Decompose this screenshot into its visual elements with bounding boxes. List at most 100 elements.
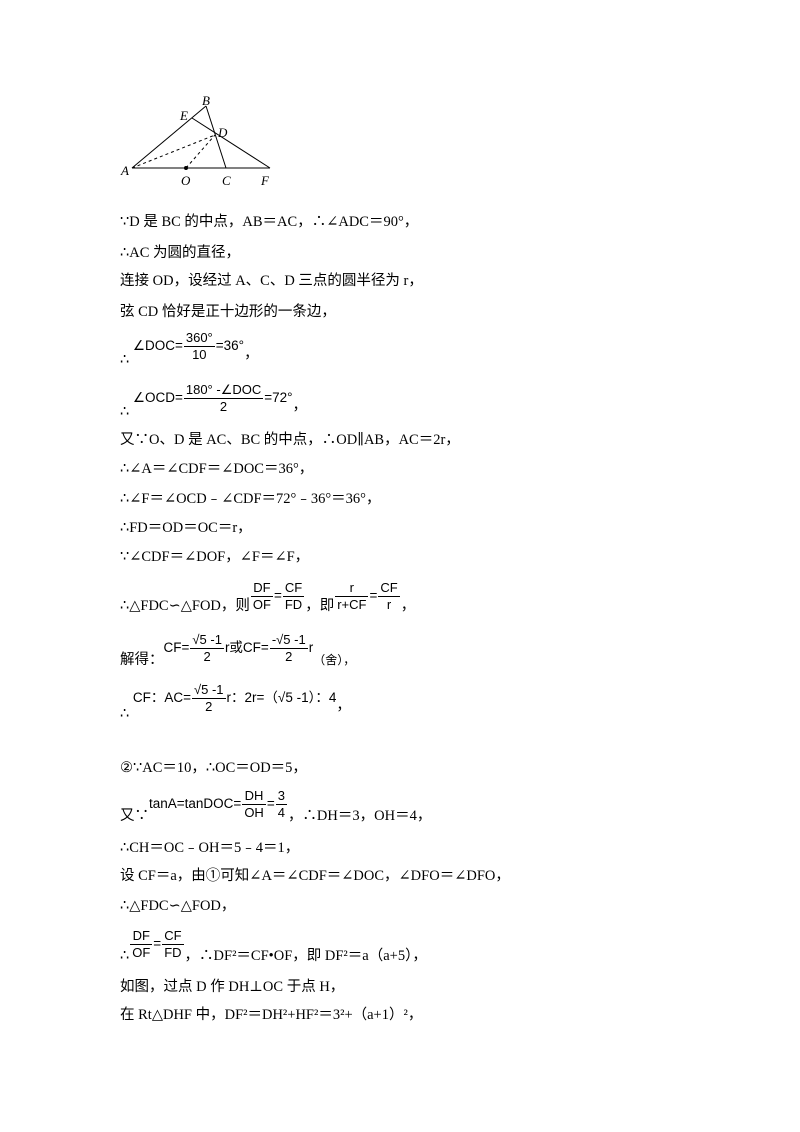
therefore: ∴	[120, 403, 130, 420]
denominator: OF	[252, 597, 271, 612]
denominator: r	[386, 597, 392, 612]
text: 又∵	[120, 807, 149, 824]
numerator: r	[335, 580, 369, 597]
fraction: 360°10	[183, 330, 215, 363]
text: tanA=tanDOC=	[149, 795, 242, 811]
denominator: 4	[277, 805, 285, 820]
text: ∵D 是 BC 的中点，AB＝AC，∴∠ADC＝90°，	[120, 214, 419, 230]
line-17: ∴CH＝OC﹣OH＝5﹣4＝1，	[120, 838, 299, 858]
text: 弦 CD 恰好是正十边形的一条边，	[120, 304, 336, 320]
label-C: C	[222, 173, 231, 188]
text: ，	[292, 397, 308, 414]
numerator: DF	[130, 928, 153, 945]
text: ，	[244, 345, 259, 362]
line-11: ∵∠CDF＝∠DOF，∠F＝∠F，	[120, 547, 309, 567]
text: ∴△FDC∽△FOD，	[120, 898, 236, 914]
line-9: ∴∠F＝∠OCD﹣∠CDF＝72°﹣36°＝36°，	[120, 489, 380, 509]
numerator: CF	[378, 580, 400, 597]
therefore: ∴	[120, 351, 130, 368]
dashed-AD	[131, 134, 216, 169]
text: =72°	[264, 389, 293, 405]
segment-EF	[191, 117, 271, 169]
numerator: -√5 -1	[269, 632, 308, 649]
numerator: √5 -1	[190, 632, 224, 649]
text: ，∴DF²＝CF•OF，即 DF²＝a（a+5），	[184, 947, 427, 964]
denominator: 2	[219, 399, 228, 414]
denominator: r+CF	[337, 597, 367, 612]
denominator: OH	[244, 805, 264, 820]
line-22: 在 Rt△DHF 中，DF²＝DH²+HF²＝3²+（a+1）²，	[120, 1005, 422, 1025]
label-O: O	[181, 173, 191, 188]
line-7: 又∵O、D 是 AC、BC 的中点，∴OD∥AB，AC＝2r，	[120, 430, 460, 450]
text: ∠OCD=	[132, 389, 183, 405]
text: r	[308, 639, 314, 655]
numerator: 3	[275, 788, 287, 805]
denominator: 2	[205, 699, 213, 714]
text: =36°	[215, 337, 245, 353]
denominator: 10	[192, 347, 207, 362]
numerator: √5 -1	[192, 682, 226, 699]
text: 如图，过点 D 作 DH⊥OC 于点 H，	[120, 979, 345, 995]
text: ∠DOC=	[132, 337, 183, 353]
text: ∵∠CDF＝∠DOF，∠F＝∠F，	[120, 549, 310, 565]
line-3: 连接 OD，设经过 A、C、D 三点的圆半径为 r，	[120, 271, 423, 291]
line-10: ∴FD＝OD＝OC＝r，	[120, 518, 252, 538]
text: =	[153, 935, 162, 951]
text: 设 CF＝a，由①可知∠A＝∠CDF＝∠DOC，∠DFO＝∠DFO，	[120, 868, 510, 884]
numerator: CF	[282, 580, 305, 597]
geometry-figure: A B C D E F O	[120, 93, 271, 188]
label-D: D	[217, 125, 228, 140]
label-A: A	[120, 163, 129, 178]
text: =	[273, 587, 282, 603]
text: 在 Rt△DHF 中，DF²＝DH²+HF²＝3²+（a+1）²，	[120, 1007, 423, 1023]
segment-AB	[131, 105, 207, 169]
text: ∴CH＝OC﹣OH＝5﹣4＝1，	[120, 840, 300, 856]
line-19: ∴△FDC∽△FOD，	[120, 896, 235, 916]
numerator: DH	[242, 788, 266, 805]
therefore: ∴	[120, 705, 130, 722]
text: ，	[336, 697, 351, 714]
line-4: 弦 CD 恰好是正十边形的一条边，	[120, 302, 336, 322]
numerator: DF	[250, 580, 273, 597]
denominator: 2	[285, 649, 293, 664]
line-15: ②∵AC＝10，∴OC＝OD＝5，	[120, 758, 307, 778]
text: 又∵O、D 是 AC、BC 的中点，∴OD∥AB，AC＝2r，	[120, 432, 460, 448]
text: ，	[400, 597, 416, 614]
text: 解得：	[120, 651, 164, 668]
text: （舍），	[313, 652, 356, 667]
denominator: FD	[164, 945, 182, 960]
line-5: ∴ ∠DOC=360°10=36°，	[120, 330, 259, 370]
denominator: FD	[284, 597, 303, 612]
denominator: OF	[132, 945, 151, 960]
numerator: 180° -∠DOC	[183, 382, 264, 399]
segment-BC	[205, 105, 227, 169]
line-8: ∴∠A＝∠CDF＝∠DOC＝36°，	[120, 459, 313, 479]
line-21: 如图，过点 D 作 DH⊥OC 于点 H，	[120, 977, 344, 997]
text: ∴∠F＝∠OCD﹣∠CDF＝72°﹣36°＝36°，	[120, 491, 381, 507]
text: ，∴DH＝3，OH＝4，	[287, 807, 432, 824]
text: CF=	[163, 639, 190, 655]
line-2: ∴AC 为圆的直径，	[120, 243, 240, 263]
text: ∴AC 为圆的直径，	[120, 245, 240, 261]
numerator: 360°	[183, 330, 215, 347]
label-E: E	[179, 108, 188, 123]
text: ∴∠A＝∠CDF＝∠DOC＝36°，	[120, 461, 314, 477]
point-O	[184, 166, 188, 170]
label-F: F	[260, 173, 270, 188]
text: r：2r=（√5 -1）：4	[226, 689, 337, 705]
text: ∴FD＝OD＝OC＝r，	[120, 520, 252, 536]
therefore: ∴	[120, 947, 130, 964]
